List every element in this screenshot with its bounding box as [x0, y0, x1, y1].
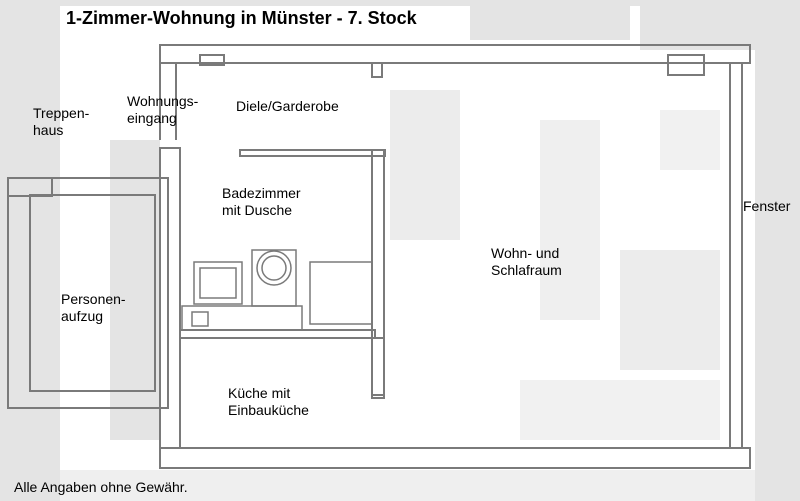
window-label: Fenster [743, 198, 791, 214]
kitchen-label-line-1: Küche mit [228, 385, 291, 401]
toilet-bowl-fixture [256, 250, 292, 286]
vanity-fixture [181, 305, 303, 331]
page-title: 1-Zimmer-Wohnung in Münster - 7. Stock [66, 8, 417, 28]
bathroom-label-line-2: mit Dusche [222, 202, 293, 218]
toilet-fixture [251, 249, 297, 307]
elevator-label-line-2: aufzug [61, 308, 104, 324]
living-room-label: Wohn- und Schlafraum [491, 245, 562, 279]
entrance-label-line-2: eingang [127, 110, 177, 126]
bathtub-basin-fixture [193, 261, 243, 305]
stairs-label-line-1: Treppen- [33, 105, 90, 121]
bathroom-label: Badezimmer mit Dusche [222, 185, 301, 219]
entrance-label-line-1: Wohnungs- [127, 93, 199, 109]
kitchen-label: Küche mit Einbauküche [228, 385, 309, 419]
entrance-label: Wohnungs- eingang [127, 93, 198, 127]
living-room-label-line-1: Wohn- und [491, 245, 560, 261]
hall-label: Diele/Garderobe [236, 98, 339, 114]
stairs-label: Treppen- haus [33, 105, 89, 139]
elevator-label-line-1: Personen- [61, 291, 126, 307]
walls [7, 44, 751, 469]
living-room-label-line-2: Schlafraum [491, 262, 562, 278]
bathroom-label-line-1: Badezimmer [222, 185, 301, 201]
shower-fixture [309, 261, 373, 325]
bathroom-fixtures [181, 249, 373, 331]
stairs-label-line-2: haus [33, 122, 64, 138]
disclaimer-text: Alle Angaben ohne Gewähr. [14, 479, 188, 495]
kitchen-label-line-2: Einbauküche [228, 402, 309, 418]
elevator-label: Personen- aufzug [61, 291, 126, 325]
